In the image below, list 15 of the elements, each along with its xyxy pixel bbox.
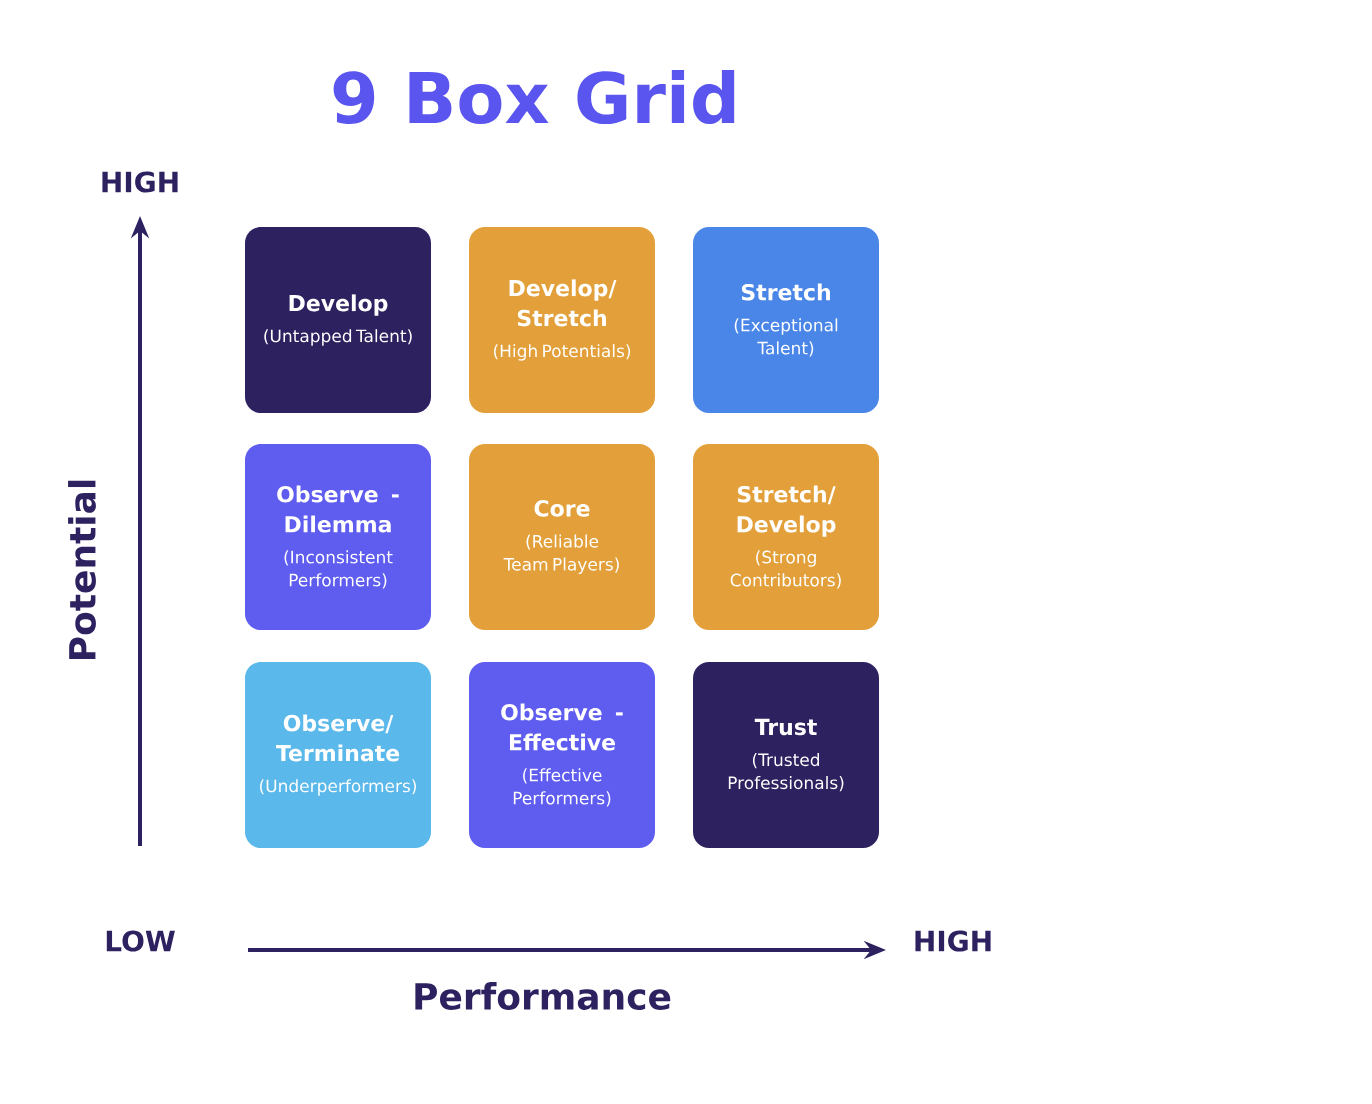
- grid-box: Stretch/ Develop (Strong Contributors): [693, 444, 879, 630]
- axis-label: LOW: [106, 930, 175, 952]
- grid-box: Observe/ Terminate (Underperformers): [245, 662, 431, 848]
- axis-title: Potential: [68, 480, 96, 659]
- grid-box: Develop/ Stretch (High Potentials): [469, 227, 655, 413]
- grid-box: Develop (Untapped Talent): [245, 227, 431, 413]
- grid-box: Core (Reliable Team Players): [469, 444, 655, 630]
- grid-box: Trust (Trusted Professionals): [693, 662, 879, 848]
- grid-box: Observe - Effective (Effective Performers): [469, 662, 655, 848]
- axis-title: Performance: [415, 982, 671, 1010]
- title: 9 Box Grid: [333, 69, 735, 125]
- grid-box: Observe - Dilemma (Inconsistent Performers): [245, 444, 431, 630]
- axis-label: HIGH: [102, 171, 178, 193]
- axis-label: HIGH: [915, 930, 991, 952]
- grid-box: Stretch (Exceptional Talent): [693, 227, 879, 413]
